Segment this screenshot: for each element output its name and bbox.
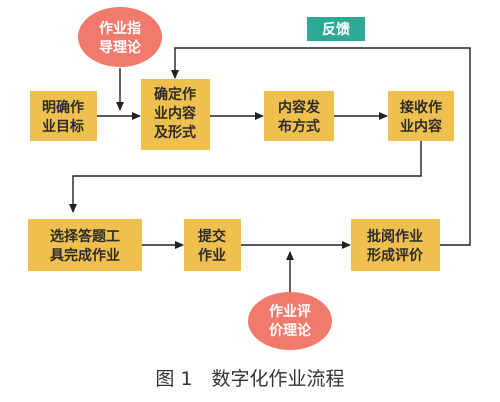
box-publish-line1: 内容发	[278, 99, 321, 116]
feedback-label: 反馈	[322, 21, 350, 38]
oval-guidance-theory: 作业指 导理论	[78, 7, 162, 67]
oval-evaluation-line1: 作业评	[269, 303, 311, 320]
box-submit: 提交 作业	[184, 219, 241, 271]
box-goal-line2: 业目标	[42, 118, 84, 135]
box-receive-line2: 业内容	[400, 118, 442, 135]
oval-evaluation-line2: 价理论	[269, 322, 312, 339]
feedback-tag: 反馈	[307, 17, 365, 41]
figure-caption: 图 1 数字化作业流程	[155, 368, 344, 390]
box-receive-line1: 接收作	[400, 99, 442, 116]
connectors	[69, 47, 471, 293]
box-tool: 选择答题工 具完成作业	[28, 219, 142, 271]
oval-evaluation-theory: 作业评 价理论	[248, 292, 332, 350]
box-design-line3: 及形式	[154, 124, 196, 141]
box-design-line2: 业内容	[154, 105, 196, 122]
arrow-receive-to-tool	[69, 141, 422, 213]
box-tool-line2: 具完成作业	[49, 247, 120, 264]
box-receive: 接收作 业内容	[388, 91, 454, 141]
box-submit-line1: 提交	[198, 228, 226, 245]
box-review: 批阅作业 形成评价	[351, 219, 440, 271]
box-publish: 内容发 布方式	[264, 91, 334, 141]
arrow-feedback-loop	[171, 47, 471, 246]
box-submit-line2: 作业	[198, 247, 226, 264]
box-review-line1: 批阅作业	[367, 228, 423, 245]
oval-guidance-line2: 导理论	[99, 39, 142, 56]
box-goal: 明确作 业目标	[30, 91, 97, 141]
box-design: 确定作 业内容 及形式	[141, 79, 210, 150]
oval-guidance-line1: 作业指	[99, 20, 141, 37]
box-review-line2: 形成评价	[367, 247, 424, 264]
box-publish-line2: 布方式	[278, 118, 320, 135]
box-goal-line1: 明确作	[42, 99, 84, 116]
box-tool-line1: 选择答题工	[50, 228, 120, 245]
box-design-line1: 确定作	[154, 86, 196, 103]
